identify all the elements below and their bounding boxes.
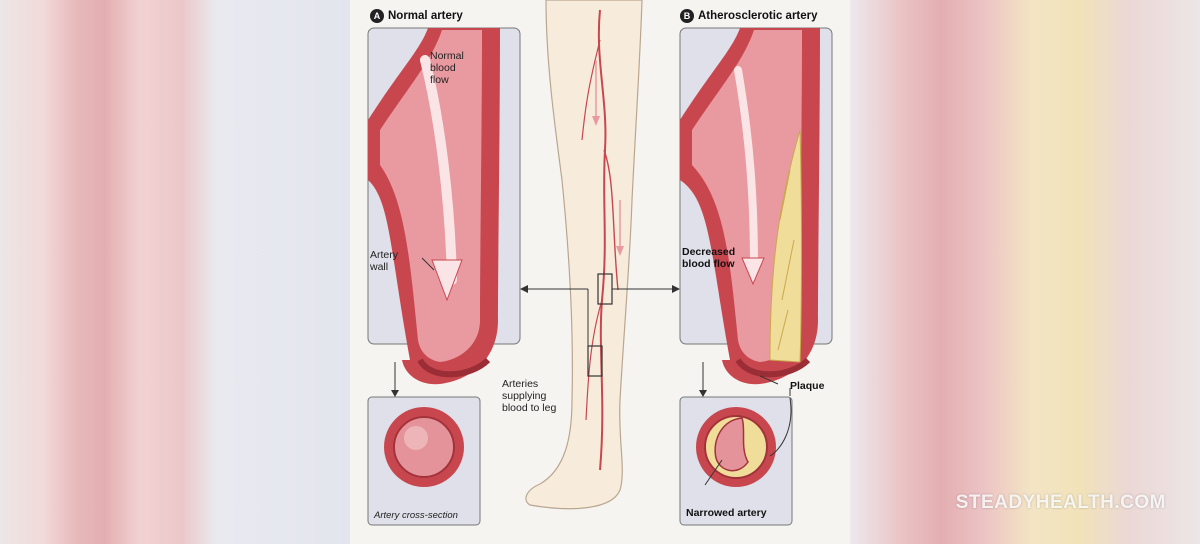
plaque-label: Plaque	[790, 380, 825, 392]
panel-b-title: Atherosclerotic artery	[698, 10, 818, 22]
blurred-background-right	[850, 0, 1200, 544]
panel-b-badge: B	[680, 9, 694, 23]
panel-b-heading: B Atherosclerotic artery	[680, 9, 818, 23]
illustration-panel: A Normal artery B Atherosclerotic artery…	[350, 0, 850, 544]
normal-artery-box	[367, 27, 521, 385]
leg-drawing	[525, 0, 643, 510]
decreased-blood-flow-label: Decreased blood flow	[682, 246, 736, 270]
normal-blood-flow-label: Normal blood flow	[430, 50, 464, 86]
panel-a-badge: A	[370, 9, 384, 23]
artery-cross-section-label: Artery cross-section	[374, 510, 458, 521]
artery-illustration	[367, 0, 833, 526]
normal-cross-section	[367, 396, 481, 526]
watermark: STEADYHEALTH.COM	[955, 492, 1166, 513]
narrowed-cross-section	[679, 396, 793, 526]
narrowed-artery-label: Narrowed artery	[686, 507, 767, 519]
atherosclerotic-artery-box	[679, 27, 833, 385]
blurred-background-left	[0, 0, 350, 544]
panel-a-heading: A Normal artery	[370, 9, 463, 23]
arteries-supplying-leg-label: Arteries supplying blood to leg	[502, 378, 557, 414]
artery-wall-label: Artery wall	[370, 249, 399, 273]
panel-a-title: Normal artery	[388, 10, 463, 22]
